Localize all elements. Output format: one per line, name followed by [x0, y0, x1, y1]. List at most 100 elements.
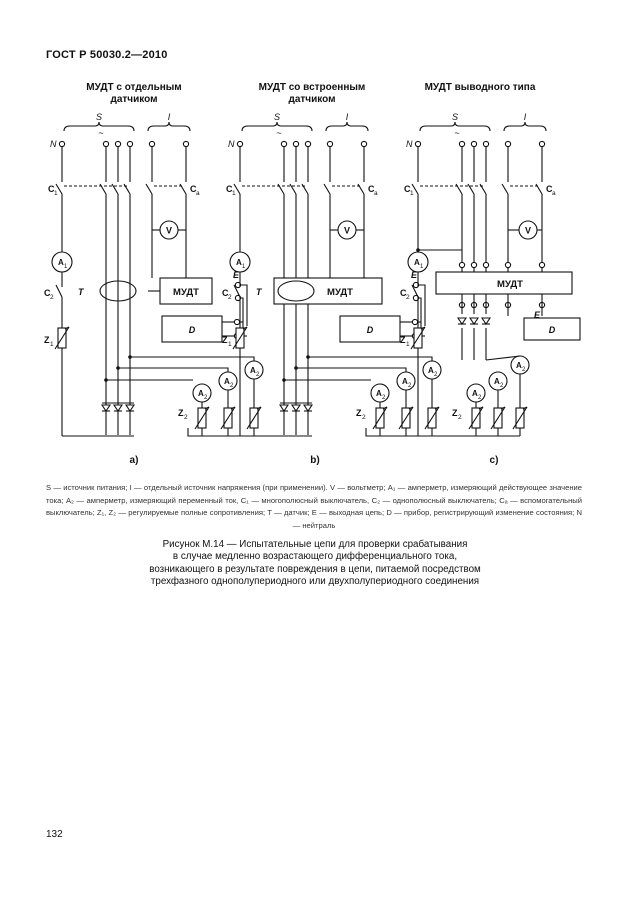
- ca-label-subscript: a: [374, 190, 378, 197]
- c1-blade: [411, 183, 419, 195]
- c2-blade: [233, 284, 241, 298]
- ca-label-subscript: a: [552, 190, 556, 197]
- terminal: [412, 281, 420, 289]
- junction-dot: [104, 378, 108, 382]
- z2-resistor-arrow: [372, 406, 388, 430]
- source-brace: [503, 121, 547, 132]
- sensor-t-label: T: [78, 287, 85, 297]
- ammeter-a2-sub: 2: [478, 395, 482, 401]
- voltmeter: [518, 220, 538, 240]
- source-brace: [325, 121, 369, 132]
- z1-label-subscript: 1: [406, 341, 410, 348]
- ca-label: C: [546, 184, 553, 194]
- ammeter-a2-sub: 2: [230, 383, 234, 389]
- ammeter-a1-sub: 1: [64, 264, 68, 270]
- c1-blade: [289, 183, 297, 195]
- voltmeter: [337, 220, 357, 240]
- wire: [187, 428, 264, 437]
- panel-label-3: c): [490, 455, 499, 466]
- z2-resistor-arrow: [490, 406, 506, 430]
- z1-resistor-arrow: [232, 326, 248, 350]
- ca-blade: [145, 183, 153, 195]
- c1-label-subscript: 1: [232, 190, 236, 197]
- integrated-device-box: [273, 277, 383, 305]
- ammeter-a1-label: A: [414, 258, 420, 267]
- c2-blade: [55, 284, 63, 298]
- z1-label: Z: [400, 335, 406, 345]
- wire: [118, 367, 229, 372]
- ammeter-a2-label: A: [224, 377, 230, 386]
- recorder-d-box: [161, 315, 223, 343]
- device-label: МУДТ: [497, 279, 523, 290]
- z2-resistor-arrowhead: [408, 406, 414, 410]
- source-brace: [147, 121, 191, 132]
- c1-label: C: [226, 184, 233, 194]
- c2-label-subscript: 2: [406, 294, 410, 301]
- rectifier-diode: [302, 404, 314, 412]
- terminal: [414, 140, 422, 148]
- ammeter-a2-sub: 2: [522, 367, 526, 373]
- source-label: I: [168, 112, 171, 122]
- source-label: S: [274, 112, 280, 122]
- ammeter-a2-label: A: [428, 366, 434, 375]
- terminal: [233, 318, 241, 326]
- figure-legend: S — источник питания; I — отдельный исто…: [46, 482, 582, 532]
- rectifier-diode: [480, 317, 492, 325]
- wire: [419, 297, 422, 330]
- caption-line-4: трехфазного однополупериодного или двухп…: [150, 575, 480, 587]
- z2-resistor-arrow: [398, 406, 414, 430]
- voltmeter-label: V: [166, 226, 172, 236]
- c2-label: C: [222, 288, 229, 298]
- z2-resistor-arrowhead: [500, 406, 506, 410]
- source-brace: [419, 121, 491, 132]
- terminal: [126, 140, 134, 148]
- output-e-label: E: [534, 310, 541, 320]
- panel-title-2: датчиком: [288, 94, 335, 105]
- rectifier-diode: [112, 404, 124, 412]
- terminal: [504, 140, 512, 148]
- neutral-label: N: [406, 139, 413, 149]
- z2-resistor-arrowhead: [478, 406, 484, 410]
- ac-symbol: ~: [98, 128, 103, 138]
- recorder-d-box: [339, 315, 401, 343]
- source-label: S: [452, 112, 458, 122]
- ammeter-a2-sub: 2: [408, 383, 412, 389]
- device-label: МУДТ: [173, 287, 199, 298]
- terminal: [102, 140, 110, 148]
- ammeter-a2-sub: 2: [434, 372, 438, 378]
- ca-label-subscript: a: [196, 190, 200, 197]
- terminal: [470, 140, 478, 148]
- wire: [419, 284, 426, 326]
- z2-resistor-arrow: [512, 406, 528, 430]
- terminal: [326, 140, 334, 148]
- wire: [241, 284, 248, 326]
- z2-label: Z: [452, 408, 458, 418]
- z2-resistor-arrowhead: [230, 406, 236, 410]
- wire: [365, 428, 442, 437]
- voltmeter-label: V: [525, 226, 531, 236]
- junction-dot: [282, 378, 286, 382]
- device-box: [159, 277, 213, 305]
- z2-resistor-arrowhead: [522, 406, 528, 410]
- z2-resistor-arrowhead: [382, 406, 388, 410]
- panel-title-2: МУДТ со встроенным: [259, 82, 366, 93]
- ac-symbol: ~: [454, 128, 459, 138]
- junction-dot: [128, 355, 132, 359]
- z2-label-subscript: 2: [184, 414, 188, 421]
- z1-resistor-arrowhead: [242, 326, 248, 330]
- panel-title-1: МУДТ с отдельным: [86, 82, 181, 93]
- c1-label-subscript: 1: [54, 190, 58, 197]
- ca-blade: [323, 183, 331, 195]
- z1-resistor-arrow: [54, 326, 70, 350]
- c1-label: C: [404, 184, 411, 194]
- terminal: [458, 261, 466, 269]
- page-number: 132: [46, 829, 63, 840]
- source-label: I: [346, 112, 349, 122]
- ammeter-a2-sub: 2: [256, 372, 260, 378]
- output-e-label: E: [411, 270, 418, 280]
- output-e-label: E: [233, 270, 240, 280]
- terminal-device-box: [435, 271, 573, 295]
- terminal: [236, 140, 244, 148]
